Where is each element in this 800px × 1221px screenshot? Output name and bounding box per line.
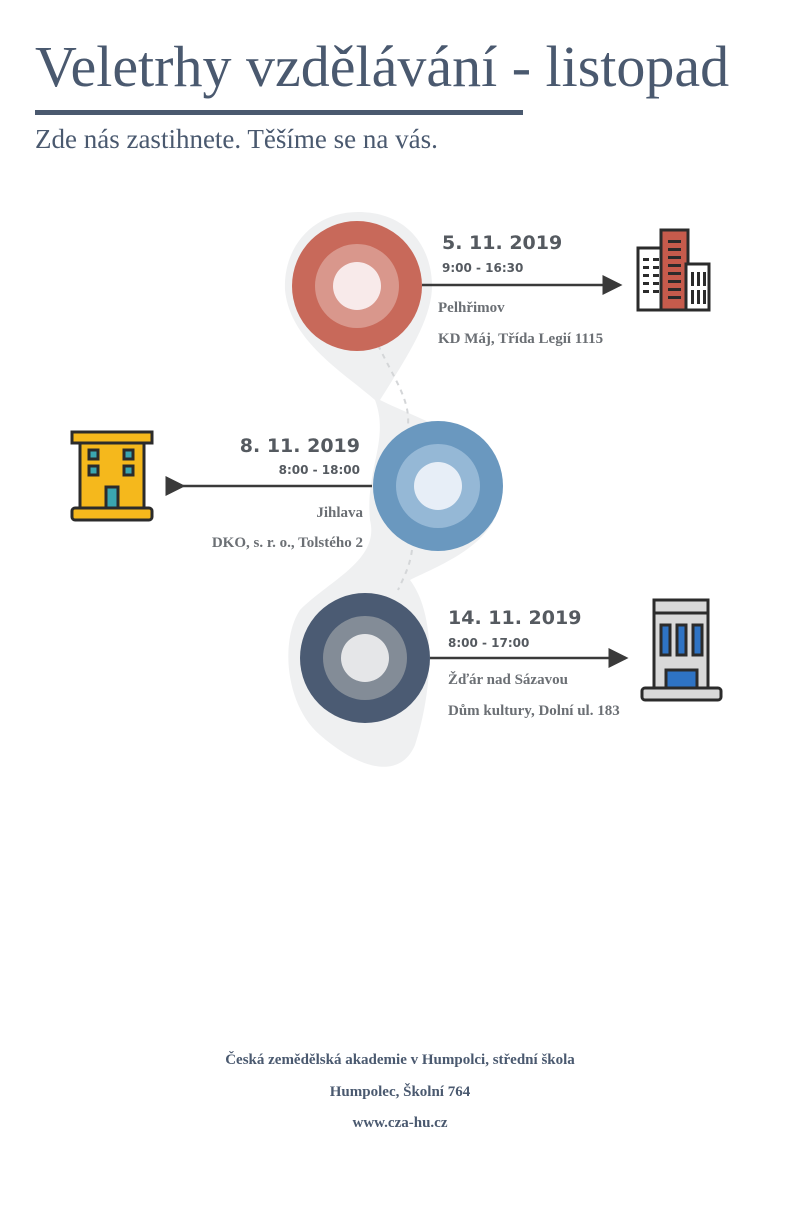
- yellow-building-icon: [70, 430, 154, 522]
- timeline-node-3: [300, 593, 430, 723]
- event-3-date: 14. 11. 2019: [448, 607, 582, 629]
- event-3-place: Dům kultury, Dolní ul. 183: [448, 703, 620, 719]
- page-subtitle: Zde nás zastihnete. Těšíme se na vás.: [35, 124, 438, 154]
- footer-address: Humpolec, Školní 764: [329, 1084, 471, 1100]
- timeline-node-2: [373, 421, 503, 551]
- footer-website[interactable]: www.cza-hu.cz: [352, 1115, 448, 1131]
- red-office-buildings-icon: [636, 228, 711, 312]
- connector-2-3: [397, 549, 413, 591]
- event-1-place: KD Máj, Třída Legií 1115: [438, 331, 604, 347]
- event-1-city: Pelhřimov: [438, 300, 505, 316]
- footer-organization: Česká zemědělská akademie v Humpolci, st…: [225, 1052, 575, 1068]
- timeline-node-1: [292, 221, 422, 351]
- event-2-place: DKO, s. r. o., Tolstého 2: [211, 535, 363, 551]
- event-3-city: Žďár nad Sázavou: [448, 672, 568, 688]
- page-title: Veletrhy vzdělávání - listopad: [35, 34, 730, 99]
- event-2-time: 8:00 - 18:00: [278, 463, 360, 477]
- title-underline: [35, 110, 523, 115]
- connector-1-2: [377, 344, 410, 426]
- grey-building-icon: [640, 598, 723, 702]
- event-2-city: Jihlava: [316, 505, 363, 521]
- event-3-time: 8:00 - 17:00: [448, 636, 530, 650]
- event-1-time: 9:00 - 16:30: [442, 261, 524, 275]
- event-2-date: 8. 11. 2019: [239, 435, 360, 457]
- event-1-date: 5. 11. 2019: [442, 232, 563, 254]
